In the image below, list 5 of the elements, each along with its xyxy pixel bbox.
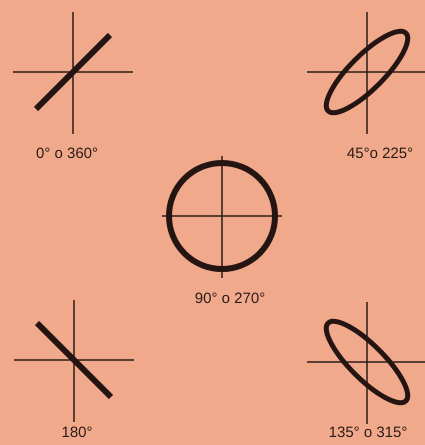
phase-angle-label: 45°o 225° — [346, 145, 414, 162]
phase-angle-label: 180° — [61, 424, 93, 441]
phase-angle-label: 90° o 270° — [194, 290, 266, 307]
phase-angle-label: 135° o 315° — [328, 424, 408, 441]
phase-angle-label: 0° o 360° — [36, 145, 98, 162]
